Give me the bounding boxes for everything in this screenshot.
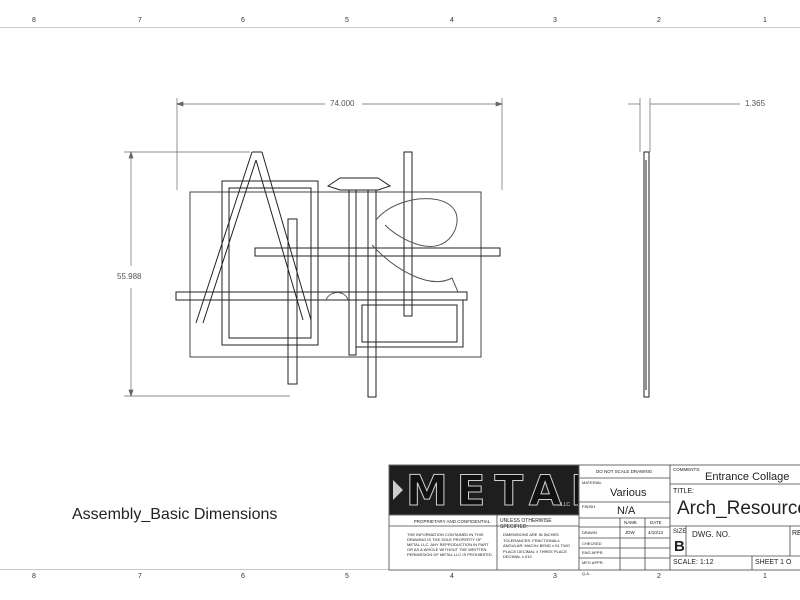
tolerance-notes: DIMENSIONS ARE IN INCHES TOLERANCES: FRA… (503, 532, 570, 559)
zone-label: 3 (553, 573, 557, 580)
title-label: TITLE: (673, 488, 695, 495)
zone-label: 8 (32, 17, 36, 24)
scale-value: SCALE: 1:12 (673, 559, 714, 566)
zone-label: 7 (138, 17, 142, 24)
width-dimension (175, 98, 504, 190)
dwg-number-label: DWG. NO. (692, 530, 731, 539)
zone-label: 3 (553, 17, 557, 24)
material-value: Various (610, 487, 647, 499)
comments-label: COMMENTS: (673, 467, 701, 472)
size-value: B (674, 538, 685, 555)
comments-value: Entrance Collage (705, 471, 790, 483)
material-label: MATERIAL (582, 480, 602, 485)
zone-label: 5 (345, 17, 349, 24)
row-label: CHECKED (582, 541, 602, 546)
row-name: JDW (625, 530, 635, 535)
sheet-border-top (0, 27, 800, 28)
width-dimension-value: 74.000 (330, 99, 355, 108)
zone-label: 4 (450, 17, 454, 24)
zone-label: 5 (345, 573, 349, 580)
company-logo: METAL LLC (389, 465, 579, 515)
row-label: MFG APPR. (582, 560, 604, 565)
side-view (628, 98, 740, 398)
zone-label: 2 (657, 17, 661, 24)
logo-text: METAL (405, 466, 578, 515)
front-view (124, 98, 504, 398)
do-not-scale-note: DO NOT SCALE DRAWING (596, 469, 653, 474)
height-dimension-value: 55.988 (117, 272, 142, 281)
proprietary-heading: PROPRIETARY AND CONFIDENTIAL (413, 519, 491, 524)
row-label: DRAWN (582, 530, 597, 535)
unless-specified: UNLESS OTHERWISE SPECIFIED: (500, 518, 552, 530)
title-value: Arch_Resource (677, 498, 800, 519)
size-label: SIZE (673, 529, 687, 535)
zone-label: 6 (241, 573, 245, 580)
zone-label: 4 (450, 573, 454, 580)
sheet-title: Assembly_Basic Dimensions (72, 506, 278, 523)
logo-arrow-icon (393, 480, 403, 500)
zone-label: 1 (763, 17, 767, 24)
finish-label: FINISH (582, 504, 596, 509)
row-date: 4/10/13 (648, 530, 664, 535)
row-label: ENG APPR. (582, 550, 604, 555)
zone-label: 7 (138, 573, 142, 580)
zone-label: 6 (241, 17, 245, 24)
zone-label: 1 (763, 573, 767, 580)
name-header: NAME (624, 520, 638, 525)
proprietary-notice: THE INFORMATION CONTAINED IN THIS DRAWIN… (407, 532, 493, 557)
sheet-number: SHEET 1 O (755, 559, 792, 566)
date-header: DATE (650, 520, 662, 525)
row-label: Q.A. (582, 571, 591, 576)
depth-dimension-value: 1.365 (745, 99, 766, 108)
finish-value: N/A (617, 505, 636, 517)
zone-label: 2 (657, 573, 661, 580)
logo-suffix: LLC (560, 502, 570, 508)
height-dimension (124, 150, 290, 398)
zone-label: 8 (32, 573, 36, 580)
revision-label: RE (792, 530, 800, 537)
